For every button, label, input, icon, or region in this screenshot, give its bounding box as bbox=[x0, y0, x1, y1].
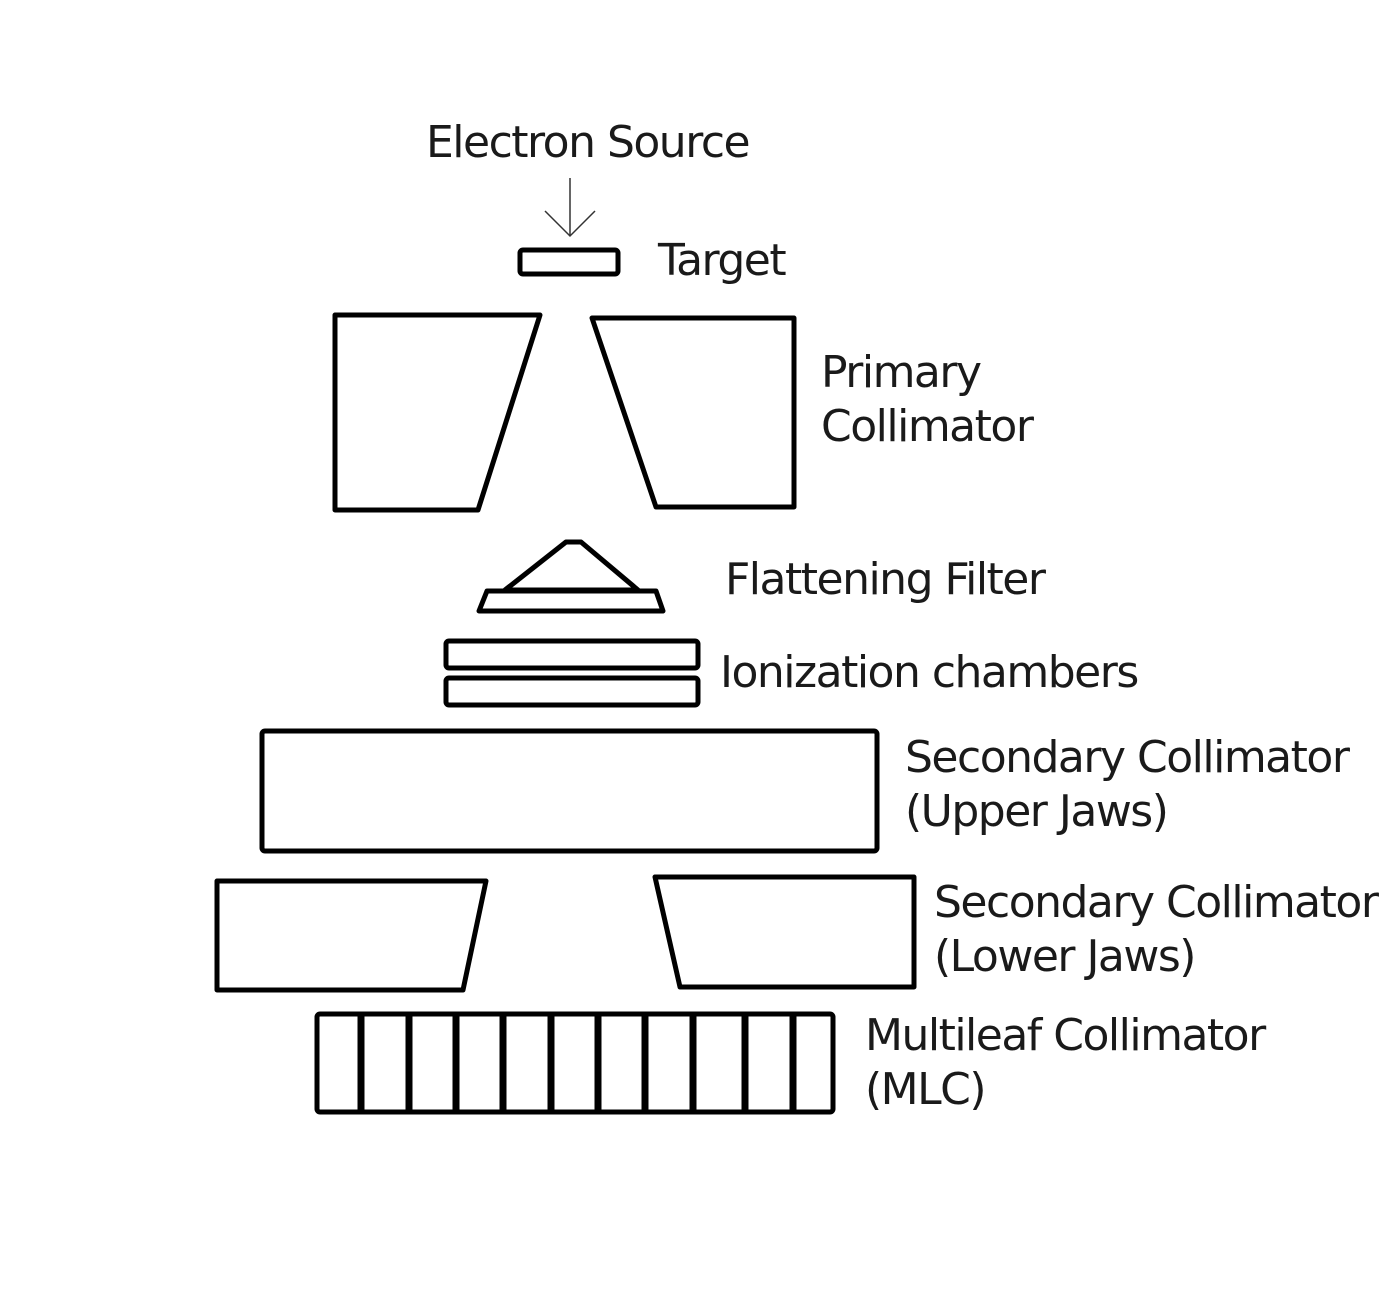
primary-collimator-right bbox=[589, 315, 797, 510]
target-label: Target bbox=[657, 235, 786, 286]
upper-jaws-label-line2: (Upper Jaws) bbox=[905, 786, 1167, 837]
electron-source-label: Electron Source bbox=[426, 117, 749, 168]
primary-collimator-left bbox=[332, 312, 543, 513]
lower-jaw-right bbox=[652, 874, 917, 990]
upper-jaws bbox=[259, 728, 880, 854]
lower-jaws-label-line1: Secondary Collimator bbox=[934, 877, 1380, 928]
electron-beam-arrow-icon bbox=[544, 178, 596, 238]
lower-jaw-left bbox=[214, 878, 489, 993]
multileaf-collimator bbox=[314, 1011, 836, 1115]
ionization-chambers-label: Ionization chambers bbox=[720, 647, 1138, 698]
flattening-filter-label: Flattening Filter bbox=[725, 554, 1047, 605]
upper-jaws-label-line1: Secondary Collimator bbox=[905, 732, 1351, 783]
ionization-chamber-lower bbox=[443, 675, 701, 708]
flattening-filter bbox=[476, 539, 666, 614]
lower-jaws-label-line2: (Lower Jaws) bbox=[934, 931, 1195, 982]
primary-collimator-label-line2: Collimator bbox=[821, 401, 1035, 452]
primary-collimator-label-line1: Primary bbox=[821, 347, 981, 398]
mlc-label-line2: (MLC) bbox=[865, 1064, 985, 1115]
ionization-chamber-upper bbox=[443, 638, 701, 671]
target bbox=[517, 247, 621, 277]
mlc-label-line1: Multileaf Collimator bbox=[865, 1010, 1267, 1061]
